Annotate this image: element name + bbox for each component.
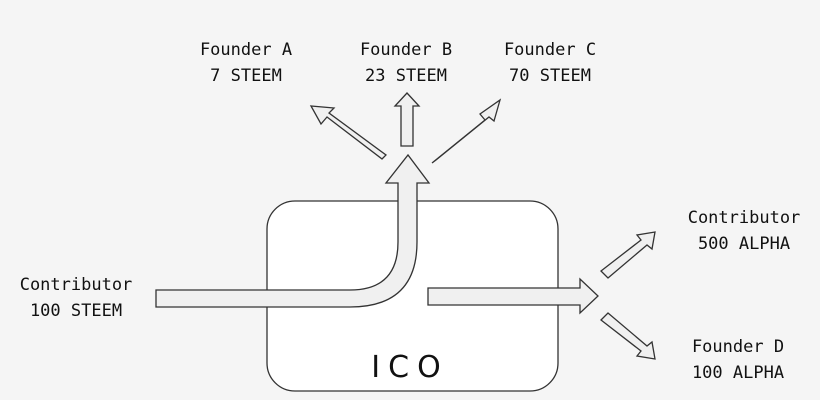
arrow-to-founder-a [309, 105, 387, 160]
founder-d-name: Founder D [692, 337, 784, 357]
founder-d-node: Founder D 100 ALPHA [692, 337, 784, 383]
arrow-to-founder-d [600, 312, 656, 360]
arrow-to-founder-b [393, 92, 421, 147]
contributor-output-amount: 500 ALPHA [698, 234, 790, 254]
founder-b-name: Founder B [360, 40, 452, 60]
founder-a-amount: 7 STEEM [210, 66, 282, 86]
founder-a-node: Founder A 7 STEEM [200, 40, 292, 86]
arrow-to-contributor-alpha [600, 231, 656, 279]
ico-label: ICO [371, 350, 448, 385]
founder-b-node: Founder B 23 STEEM [360, 40, 452, 86]
arrow-to-founder-c [431, 98, 502, 164]
contributor-input-name: Contributor [20, 275, 133, 295]
founder-c-amount: 70 STEEM [509, 66, 591, 86]
input-bent-arrow [155, 153, 431, 308]
founder-a-name: Founder A [200, 40, 292, 60]
contributor-output-name: Contributor [688, 208, 801, 228]
contributor-input-node: Contributor 100 STEEM [20, 275, 133, 321]
founder-c-node: Founder C 70 STEEM [504, 40, 596, 86]
founder-b-amount: 23 STEEM [365, 66, 447, 86]
output-arrow [427, 277, 599, 315]
founder-d-amount: 100 ALPHA [692, 363, 784, 383]
contributor-input-amount: 100 STEEM [30, 301, 122, 321]
contributor-output-node: Contributor 500 ALPHA [688, 208, 801, 254]
founder-c-name: Founder C [504, 40, 596, 60]
